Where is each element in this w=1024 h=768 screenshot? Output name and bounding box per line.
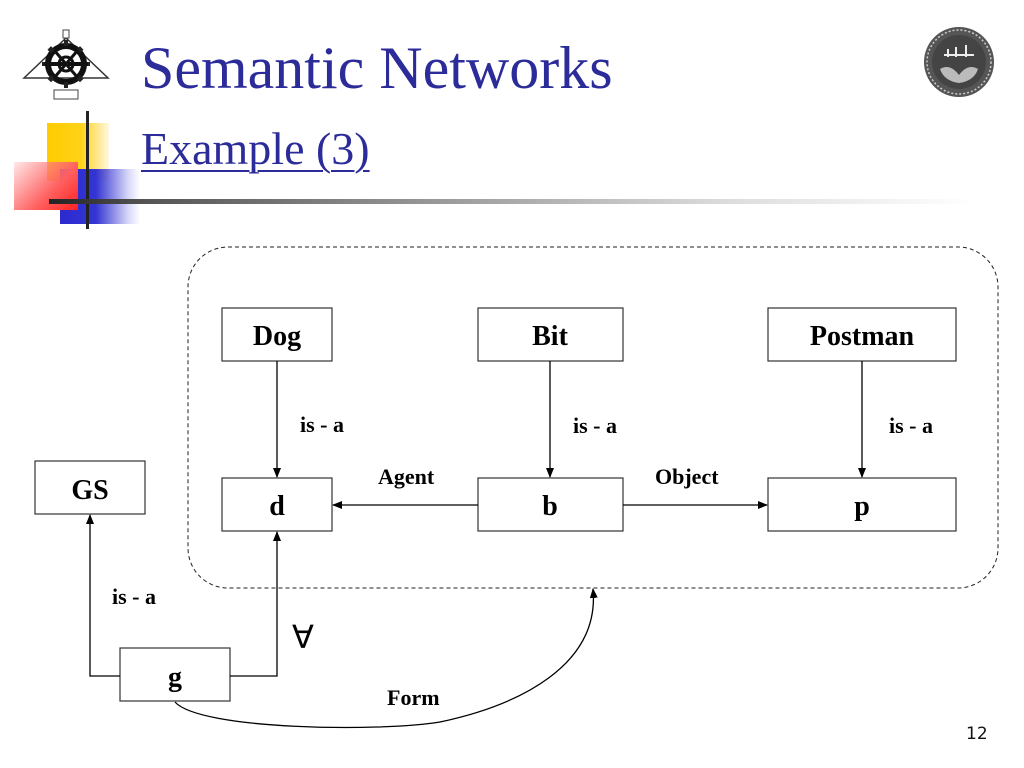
edge-g-d bbox=[230, 531, 281, 677]
edge-g-gs bbox=[86, 514, 120, 677]
edge-label-form: Form bbox=[387, 685, 440, 710]
university-seal-icon bbox=[924, 27, 994, 97]
edge-g-form bbox=[174, 588, 598, 729]
node-postman-label: Postman bbox=[810, 321, 915, 352]
forall-symbol: ∀ bbox=[292, 618, 314, 656]
node-p[interactable] bbox=[767, 477, 957, 532]
edge-label-agent: Agent bbox=[378, 464, 435, 489]
slide-title: Semantic Networks bbox=[141, 35, 613, 101]
node-bit-label: Bit bbox=[532, 321, 568, 352]
edge-label-object: Object bbox=[655, 464, 719, 489]
edge-label-bit-b: is - a bbox=[573, 413, 617, 438]
node-b[interactable] bbox=[477, 477, 624, 532]
engineering-gear-logo-icon bbox=[22, 29, 110, 100]
edge-label-dog-d: is - a bbox=[300, 412, 344, 437]
node-d-label: d bbox=[269, 491, 285, 522]
node-g[interactable] bbox=[119, 647, 231, 702]
dashed-group-boundary bbox=[187, 246, 999, 589]
edge-label-postman-p: is - a bbox=[889, 413, 933, 438]
node-g-label: g bbox=[168, 662, 182, 693]
node-dog[interactable] bbox=[221, 307, 333, 362]
title-divider-line bbox=[49, 199, 1024, 204]
page-number: 12 bbox=[966, 724, 988, 744]
node-gs-label: GS bbox=[71, 475, 108, 506]
decor-vertical-line bbox=[86, 111, 89, 229]
node-p-label: p bbox=[854, 491, 870, 522]
node-d[interactable] bbox=[221, 477, 333, 532]
node-dog-label: Dog bbox=[253, 321, 301, 352]
slide-subtitle: Example (3) bbox=[141, 123, 370, 174]
node-postman[interactable] bbox=[767, 307, 957, 362]
edge-label-g-gs: is - a bbox=[112, 584, 156, 609]
node-b-label: b bbox=[542, 491, 558, 522]
node-bit[interactable] bbox=[477, 307, 624, 362]
